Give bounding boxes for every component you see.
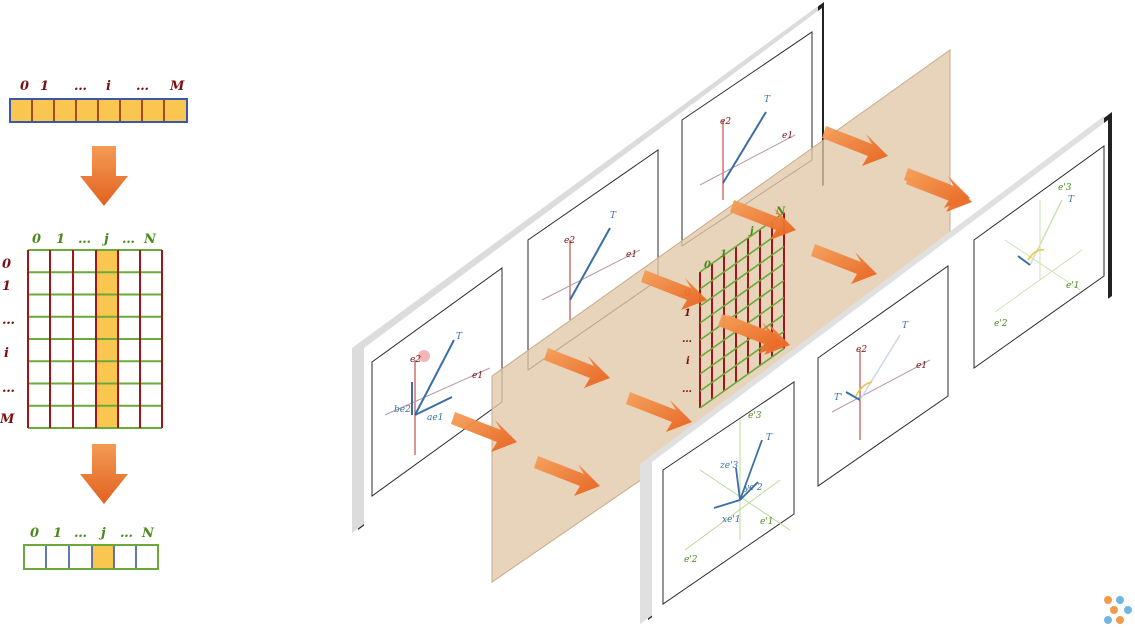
vector-label: T (610, 211, 617, 221)
flow-arrow-icon (811, 244, 877, 284)
grid-row-label: … (2, 313, 15, 328)
array-bottom-label: j (98, 526, 106, 541)
array-bottom-label: 0 (30, 526, 39, 541)
top-array: 0 1 … i … M (9, 79, 188, 123)
bottom-array: 0 1 … j … N (23, 526, 159, 570)
center-row-label: … (682, 334, 692, 345)
flow-arrow-icon (544, 348, 610, 388)
front-frame-1-vectors: ze'3 e'3 T ye'2 xe'1 e'1 e'2 (684, 411, 791, 565)
grid-col-label: 0 (32, 232, 41, 247)
front-frame-1 (662, 381, 795, 605)
vector-label: T (766, 433, 773, 443)
flow-arrow-icon (822, 126, 888, 166)
vector-label: ze'3 (719, 461, 739, 471)
back-frame-3-vectors: e2 T e1 (699, 95, 796, 200)
array-top-label: … (74, 79, 87, 94)
vector-label: be2 (394, 405, 411, 415)
flow-arrow-icon (626, 392, 692, 432)
highlight-dot (418, 350, 430, 362)
vector-label: ae1 (427, 413, 443, 423)
vector-label: e'3 (1058, 183, 1072, 193)
grid-row-label: 0 (2, 257, 11, 272)
flow-arrow-icon (451, 412, 517, 452)
center-row-label: 1 (684, 308, 691, 319)
vector-label: e2 (856, 345, 867, 355)
vector-label: xe'1 (722, 515, 741, 525)
center-row-label: … (682, 384, 692, 395)
matrix-row-line (699, 347, 785, 409)
grid-row-label: … (2, 381, 15, 396)
grid-row-label: 1 (2, 279, 11, 294)
matrix-grid: 0 1 … j … N 0 1 … i … M (0, 232, 163, 429)
vector-label: e1 (782, 131, 793, 141)
front-panel (640, 112, 1112, 624)
array-top-label: M (169, 79, 185, 94)
flow-arrow-icon (534, 456, 600, 496)
grid-col-label: 1 (56, 232, 65, 247)
matrix-row-line (699, 279, 785, 341)
center-col-label: 1 (720, 249, 727, 260)
vector-label: e2 (720, 117, 731, 127)
front-frame-3-vectors: e'3 T e'1 e'2 (994, 183, 1083, 329)
grid-col-label: N (143, 232, 157, 247)
grid-col-label: … (122, 232, 135, 247)
vector-label: e2 (410, 355, 421, 365)
array-top-label: … (136, 79, 149, 94)
vector-label: ye'2 (743, 483, 763, 493)
vector-label: T (1068, 195, 1075, 205)
vector-label: e'3 (748, 411, 762, 421)
vector-label: e1 (916, 361, 927, 371)
flow-arrow-icon (641, 270, 707, 310)
back-frame-1-vectors: e2 T e1 be2 ae1 (384, 332, 491, 455)
array-top-label: 0 (20, 79, 29, 94)
vector-label: e'1 (1066, 281, 1080, 291)
center-col-label: 0 (704, 260, 711, 271)
vector-label: e1 (626, 250, 637, 260)
array-top-label: i (106, 79, 111, 94)
back-frame-2-vectors: e2 T e1 (541, 211, 641, 320)
center-col-label: N (775, 206, 786, 217)
matrix-row-line (699, 228, 785, 290)
dots-logo-icon (1104, 596, 1132, 624)
matrix-row-line (699, 245, 785, 307)
front-frame-3 (973, 145, 1105, 369)
array-top-label: 1 (40, 79, 49, 94)
vector-label: e'2 (684, 555, 698, 565)
down-arrow-icon (80, 146, 128, 206)
front-frame-2 (817, 265, 949, 487)
vector-label: T (456, 332, 463, 342)
flow-arrow-icon (730, 200, 796, 240)
grid-row-label: M (0, 412, 15, 427)
left-panel: 0 1 … i … M 0 1 … j … N (0, 79, 188, 570)
vector-label: T (902, 321, 909, 331)
matrix-row-line (699, 262, 785, 324)
array-bottom-label: … (120, 526, 133, 541)
vector-label: e1 (472, 371, 483, 381)
center-row-label: i (686, 356, 690, 367)
array-bottom-label: N (141, 526, 155, 541)
matrix-row-line (699, 313, 785, 375)
grid-col-label: … (78, 232, 91, 247)
flow-arrow-icon (906, 172, 972, 212)
vector-label: T (764, 95, 771, 105)
vector-label: e'2 (994, 319, 1008, 329)
vector-label: e2 (564, 236, 575, 246)
array-bottom-label: … (74, 526, 87, 541)
array-bottom-label: 1 (53, 526, 62, 541)
grid-col-label: j (101, 232, 109, 247)
flow-arrow-icon (718, 314, 784, 354)
grid-row-label: i (4, 346, 9, 361)
vector-label: T' (834, 393, 842, 403)
vector-label: e'1 (760, 517, 774, 527)
down-arrow-icon (80, 444, 128, 504)
front-frame-2-vectors: e2 T T' e1 (831, 321, 931, 440)
center-col-label: j (748, 226, 754, 237)
